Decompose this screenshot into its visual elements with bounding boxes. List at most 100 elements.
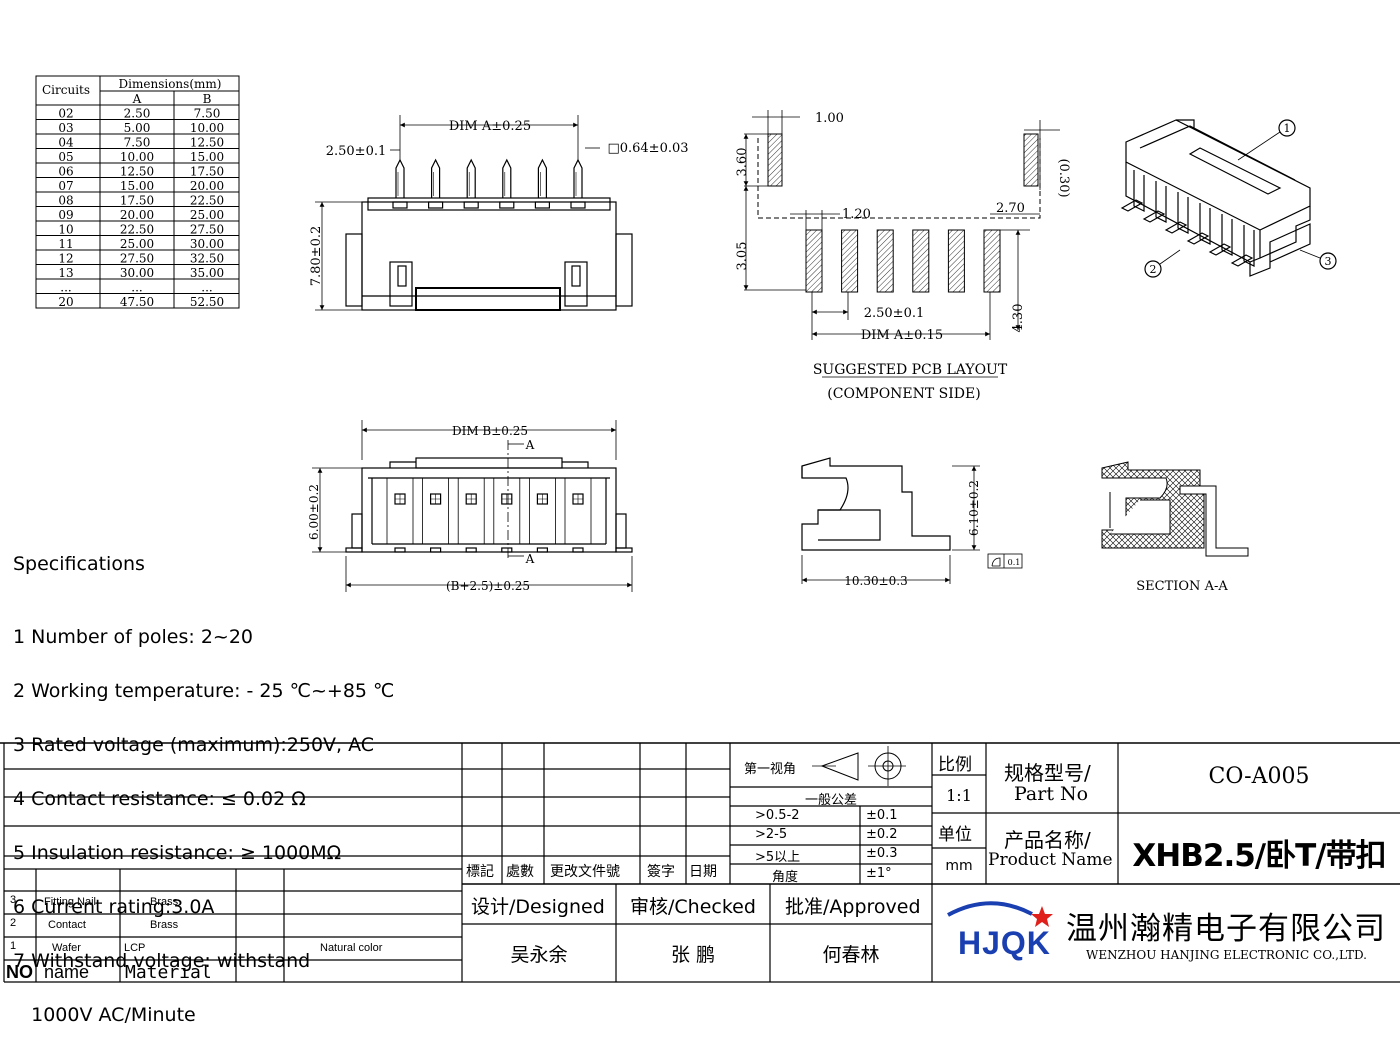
pin-base (392, 201, 408, 209)
spec-item: 1000V AC/Minute (13, 1004, 196, 1026)
tolerance-range: >2-5 (755, 827, 788, 842)
revision-header: 簽字 (647, 864, 675, 880)
unit-label: 单位 (938, 825, 972, 845)
front-pitch: 2.50±0.1 (326, 144, 387, 159)
table-cell: 12.50 (190, 136, 224, 150)
pcb-title: SUGGESTED PCB LAYOUT (813, 362, 1008, 378)
checked-label: 审核/Checked (630, 896, 756, 918)
designed-label: 设计/Designed (471, 896, 605, 918)
scale-label: 比例 (938, 755, 972, 775)
table-cell: 27.50 (120, 252, 154, 266)
star-icon (1031, 906, 1053, 927)
tolerance-range: 角度 (772, 870, 799, 885)
table-cell: 22.50 (120, 223, 154, 237)
pcb-pad (805, 229, 823, 293)
pcb-pad (876, 229, 894, 293)
iso-callout-1: 1 (1284, 122, 1291, 135)
tolerance-value: ±0.2 (866, 827, 898, 842)
general-tolerance-label: 一般公差 (804, 793, 857, 808)
table-cell: 10 (58, 223, 73, 237)
pcb-dim-305: 3.05 (735, 242, 750, 271)
iso-pin (1208, 243, 1232, 256)
table-cell: 20.00 (190, 179, 224, 193)
pin-foot (430, 547, 442, 553)
product-value: XHB2.5/卧T/带扣 (1132, 838, 1386, 874)
title-block (0, 742, 1400, 983)
pcb-dim-360: 3.60 (735, 148, 750, 177)
table-header-b: B (203, 92, 212, 106)
revision-header: 標記 (466, 864, 494, 880)
iso-pin (1164, 221, 1188, 234)
front-height: 7.80±0.2 (309, 226, 324, 287)
bom-note: Natural color (320, 942, 383, 954)
iso-housing-slot (1199, 203, 1211, 245)
contact-cross (430, 494, 441, 504)
side-width: 10.30±0.3 (844, 574, 908, 588)
pin-foot (572, 547, 584, 553)
table-cell: 30.00 (190, 237, 224, 251)
pcb-dim-a: DIM A±0.15 (861, 328, 943, 343)
designer-name: 吴永余 (510, 944, 568, 966)
side-tolerance: 0.1 (1008, 558, 1021, 567)
table-cell: 17.50 (120, 194, 154, 208)
bom-header-material: Material (125, 962, 212, 983)
bom-name: Wafer (52, 942, 81, 954)
bom-material: Brass (150, 896, 179, 908)
pin (502, 158, 512, 198)
part-no-label-cn: 规格型号/ (1004, 761, 1091, 785)
side-view (801, 457, 1023, 584)
table-cell: 47.50 (120, 295, 154, 309)
table-cell: ... (60, 281, 71, 295)
table-cell: 22.50 (190, 194, 224, 208)
bom-material: LCP (124, 942, 146, 954)
pcb-pitch: 2.50±0.1 (864, 306, 925, 321)
top-overall: (B+2.5)±0.25 (446, 579, 530, 593)
tolerance-value: ±1° (866, 866, 892, 881)
spec-item: 7 Withstand voltage: withstand (13, 950, 311, 972)
pcb-subtitle: (COMPONENT SIDE) (827, 386, 980, 402)
contact-cross (466, 494, 477, 504)
pcb-dim-120: 1.20 (842, 207, 871, 222)
iso-housing-slot (1221, 214, 1233, 256)
company-name-cn: 温州瀚精电子有限公司 (1066, 911, 1386, 947)
table-cell: 52.50 (190, 295, 224, 309)
tolerance-range: >0.5-2 (755, 808, 800, 823)
product-label-en: Product Name (988, 850, 1113, 870)
spec-item: 6 Current rating:3.0A (13, 896, 215, 918)
table-cell: 03 (58, 121, 73, 135)
iso-pin (1120, 199, 1144, 212)
contact-cross (395, 494, 405, 504)
pin-foot (465, 547, 477, 553)
section-mark-a-bottom: A (525, 552, 535, 566)
contact-cross (537, 494, 548, 504)
revision-header: 更改文件號 (550, 864, 620, 880)
iso-housing-slot (1243, 225, 1255, 267)
pin-base (463, 201, 479, 209)
table-cell: 15.00 (120, 179, 154, 193)
bom-no: 3 (10, 894, 17, 906)
pcb-dim-030: (0.30) (1056, 158, 1071, 197)
table-cell: ... (131, 281, 142, 295)
contact-cross (573, 494, 583, 504)
pcb-pad (947, 229, 965, 293)
table-header-a: A (132, 92, 142, 106)
checker-name: 张 鹏 (670, 944, 716, 966)
table-cell: 05 (58, 150, 73, 164)
iso-pin (1186, 232, 1210, 245)
spec-item: 1 Number of poles: 2~20 (13, 626, 254, 648)
table-cell: 5.00 (124, 121, 151, 135)
specifications-title: Specifications (13, 553, 145, 575)
revision-header: 日期 (689, 864, 717, 880)
part-no-value: CO-A005 (1208, 764, 1310, 789)
table-cell: 30.00 (120, 266, 154, 280)
pin-foot (394, 547, 406, 553)
bom-header-no: NO (6, 962, 33, 982)
scale-value: 1:1 (946, 786, 972, 805)
company-logo (947, 901, 1053, 927)
company-name-en: WENZHOU HANJING ELECTRONIC CO.,LTD. (1086, 948, 1367, 962)
pin-foot (501, 547, 513, 553)
iso-housing-slot (1177, 192, 1189, 234)
pcb-pad (983, 229, 1001, 293)
bom-material: Brass (150, 919, 179, 931)
